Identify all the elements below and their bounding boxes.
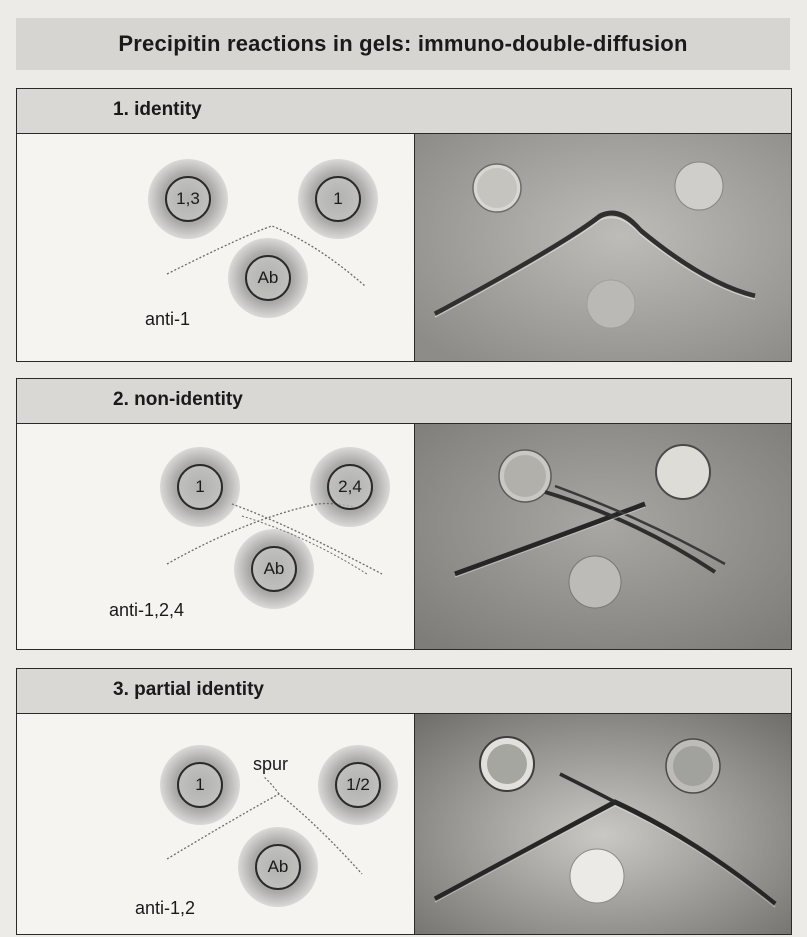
antigen-well-left: 1 [160, 745, 240, 825]
panel-heading: 1. identity [113, 99, 202, 120]
well-label: 1 [177, 464, 223, 510]
well-label: 1,3 [165, 176, 211, 222]
precipitin-lines [166, 775, 363, 875]
antigen-well-left: 1 [160, 447, 240, 527]
antigen-well-right: 2,4 [310, 447, 390, 527]
panel-identity: 1. identity 1,3 1 Ab anti-1 [16, 88, 792, 362]
well-label: 2,4 [327, 464, 373, 510]
spur-label: spur [253, 754, 289, 774]
antigen-well-left: 1,3 [148, 159, 228, 239]
antiserum-caption: anti-1,2 [135, 898, 196, 918]
gel-photograph [415, 424, 791, 649]
well-label: Ab [251, 546, 297, 592]
panel-heading: 2. non-identity [113, 389, 243, 410]
panel-header: 3. partial identity [17, 669, 791, 714]
well-label: 1 [315, 176, 361, 222]
antiserum-caption: anti-1,2,4 [109, 600, 185, 620]
panel-partial-identity: 3. partial identity spur 1 1/2 Ab anti-1… [16, 668, 792, 935]
precipitin-lines [166, 502, 383, 575]
schematic-diagram: 1,3 1 Ab anti-1 [17, 134, 415, 361]
antibody-well: Ab [234, 529, 314, 609]
antiserum-caption: anti-1 [145, 309, 191, 329]
precipitin-lines [166, 225, 366, 287]
panel-header: 1. identity [17, 89, 791, 134]
figure-title: Precipitin reactions in gels: immuno-dou… [118, 31, 688, 56]
schematic-diagram: spur 1 1/2 Ab anti-1,2 [17, 714, 415, 934]
well-label: 1/2 [335, 762, 381, 808]
gel-photo-image [415, 714, 791, 934]
figure-title-bar: Precipitin reactions in gels: immuno-dou… [16, 18, 790, 70]
panel-heading: 3. partial identity [113, 679, 264, 700]
gel-photograph [415, 714, 791, 934]
schematic-diagram: 1 2,4 Ab anti-1,2,4 [17, 424, 415, 649]
well-label: 1 [177, 762, 223, 808]
antibody-well: Ab [228, 238, 308, 318]
gel-photo-image [415, 134, 791, 361]
gel-photograph [415, 134, 791, 361]
panel-non-identity: 2. non-identity 1 2,4 Ab anti-1,2,4 [16, 378, 792, 650]
antibody-well: Ab [238, 827, 318, 907]
well-label: Ab [245, 255, 291, 301]
panel-header: 2. non-identity [17, 379, 791, 424]
antigen-well-right: 1 [298, 159, 378, 239]
well-label: Ab [255, 844, 301, 890]
antigen-well-right: 1/2 [318, 745, 398, 825]
gel-photo-image [415, 424, 791, 649]
